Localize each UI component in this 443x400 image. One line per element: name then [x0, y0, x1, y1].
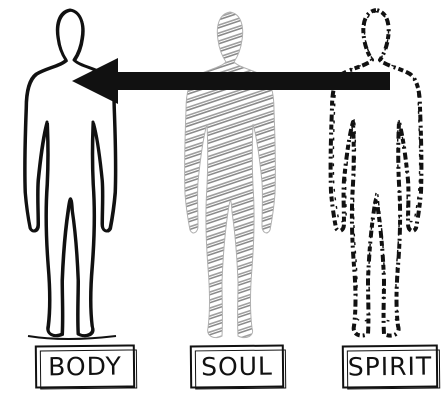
- body-figure: [25, 10, 117, 339]
- label-spirit: SPIRIT: [342, 344, 438, 388]
- left-arrow-icon: [72, 58, 390, 104]
- label-body-text: BODY: [48, 352, 122, 382]
- label-soul: SOUL: [190, 345, 284, 389]
- label-soul-text: SOUL: [201, 352, 273, 382]
- label-body: BODY: [35, 344, 135, 388]
- spirit-figure: [331, 10, 422, 336]
- soul-figure: [140, 0, 324, 395]
- label-spirit-text: SPIRIT: [348, 352, 433, 382]
